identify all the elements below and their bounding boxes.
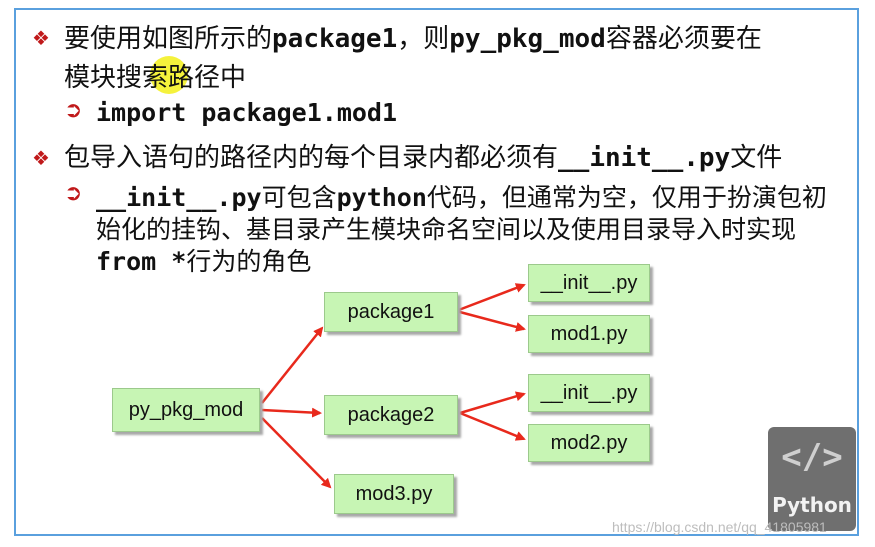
bullet-2-text-suffix: 文件 [730,143,783,173]
arrow-package2-to-init [459,391,526,415]
sub-bullet-2-line-3: from *行为的角色 [96,242,311,278]
arrow-package2-to-mod2 [459,411,526,441]
sub-bullet-2-line-1: __init__.py可包含python代码，但通常为空，仅用于扮演包初 [96,178,827,214]
node-package2-init: __init__.py [528,374,650,412]
sub-bullet-2-code-from: from * [96,247,187,276]
bullet-1-code-py-pkg-mod: py_pkg_mod [449,24,606,54]
arrow-package1-to-init [455,283,526,313]
slide-frame [14,8,859,536]
arrow-root-to-mod3 [261,417,332,489]
bullet-1-text-suffix: 容器必须要在 [605,24,762,54]
node-mod2: mod2.py [528,424,650,462]
sub-bullet-2-text-2: 代码，但通常为空，仅用于扮演包初 [426,183,827,212]
cursor-highlight [150,56,188,94]
code-brackets-icon: </> [781,437,843,477]
node-package1-init: __init__.py [528,264,650,302]
sub-bullet-2-text-3: 行为的角色 [186,247,312,276]
python-logo: </> Python [768,427,856,531]
sub-bullet-2-text-1: 可包含 [261,183,337,212]
arrow-package1-to-mod1 [455,309,526,332]
sub-bullet-2-code-init: __init__.py [96,183,262,212]
bullet-1-line-1: 要使用如图所示的package1，则py_pkg_mod容器必须要在 [64,18,762,55]
bullet-2-line: 包导入语句的路径内的每个目录内都必须有__init__.py文件 [64,137,782,174]
node-package1: package1 [324,292,458,332]
node-mod1: mod1.py [528,315,650,353]
watermark: https://blog.csdn.net/qq_41805981 [612,519,827,535]
arrow-bullet-icon: ➲ [64,181,83,206]
node-py-pkg-mod: py_pkg_mod [112,388,260,432]
arrow-bullet-icon: ➲ [64,98,83,123]
diamond-bullet-icon: ❖ [32,26,50,50]
bullet-2-code-init: __init__.py [558,143,731,173]
import-statement: import package1.mod1 [96,98,398,127]
bullet-1-text-mid: ，则 [397,24,450,54]
arrow-root-to-package2 [261,407,322,418]
diamond-bullet-icon: ❖ [32,146,50,170]
node-package2: package2 [324,395,458,435]
arrow-root-to-package1 [261,326,324,404]
python-logo-text: Python [772,493,852,517]
bullet-1-text: 要使用如图所示的 [64,24,273,54]
bullet-1-code-package1: package1 [272,24,398,54]
sub-bullet-2-code-python: python [336,183,427,212]
bullet-1-line-2: 模块搜索路径中 [64,63,247,93]
node-mod3: mod3.py [334,474,454,514]
bullet-2-text: 包导入语句的路径内的每个目录内都必须有 [64,143,559,173]
sub-bullet-2-line-2: 始化的挂钩、基目录产生模块命名空间以及使用目录导入时实现 [96,215,797,244]
